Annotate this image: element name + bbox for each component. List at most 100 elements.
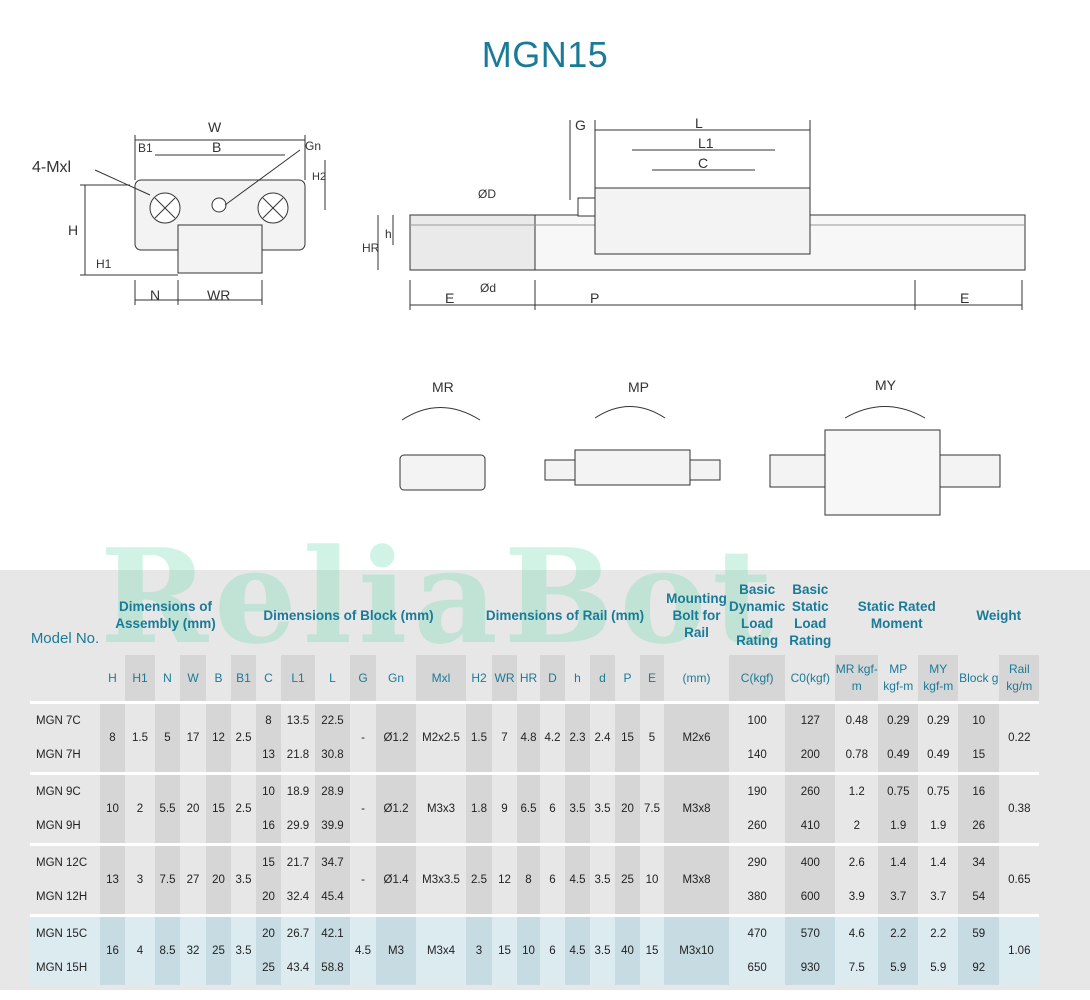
table-cell: 930 xyxy=(785,951,836,985)
table-cell: MGN 9H xyxy=(36,820,81,832)
table-cell: 10 xyxy=(958,701,1000,738)
table-cell: 3.5 xyxy=(231,843,256,916)
label-mxl: 4-Mxl xyxy=(32,159,71,176)
table-cell: 39.9 xyxy=(315,809,350,845)
subheader-mp-kgf-m: MP kgf-m xyxy=(883,662,914,693)
subheader-g: G xyxy=(350,655,376,703)
table-cell: 6.5 xyxy=(517,772,540,845)
table-cell: 20 xyxy=(256,914,281,951)
table-cell: 127 xyxy=(785,701,836,738)
subheader-c-kgf-: C(kgf) xyxy=(729,655,786,703)
table-cell: 9 xyxy=(492,772,517,845)
table-cell: - xyxy=(350,772,376,845)
table-cell: 2.5 xyxy=(231,772,256,845)
table-cell: 140 xyxy=(747,749,767,761)
subheader-my-kgf-m: MY kgf-m xyxy=(918,655,959,703)
table-cell: 10 xyxy=(100,772,125,845)
subheader-d: d xyxy=(590,655,615,703)
label-MR: MR xyxy=(432,379,454,395)
label-W: W xyxy=(208,119,222,135)
table-cell: 0.29 xyxy=(918,701,959,738)
table-cell: 2 xyxy=(853,820,860,832)
subheader-h1: H1 xyxy=(125,655,155,703)
label-H: H xyxy=(68,222,78,238)
subheader-l1: L1 xyxy=(281,655,315,703)
table-cell: 5.9 xyxy=(918,951,959,985)
table-cell: 3 xyxy=(466,914,492,985)
table-cell: 2.5 xyxy=(466,843,492,916)
table-cell: MGN 7C xyxy=(30,701,100,738)
table-cell: 10 xyxy=(517,914,540,985)
table-cell: 4.8 xyxy=(517,701,540,774)
header-static-moment: Static Rated Moment xyxy=(857,599,936,631)
subheader-c0-kgf-: C0(kgf) xyxy=(790,670,830,685)
table-cell: 42.1 xyxy=(315,914,350,951)
table-cell: 4.5 xyxy=(565,914,590,985)
table-cell: 1.5 xyxy=(466,701,492,774)
table-cell: 15 xyxy=(206,772,231,845)
subheader-mxl: Mxl xyxy=(416,655,466,703)
table-cell: MGN 15C xyxy=(30,914,100,951)
table-cell: 3.5 xyxy=(590,772,615,845)
table-cell: 10 xyxy=(256,772,281,809)
subheader-gn: Gn xyxy=(387,670,404,685)
label-dia-d: Ød xyxy=(480,281,496,295)
subheader-h2: H2 xyxy=(471,670,487,685)
subheader-p: P xyxy=(623,670,632,685)
subheader-c: C xyxy=(264,670,273,685)
spec-table: Model No. Dimensions of Assembly (mm) Di… xyxy=(30,575,1040,985)
table-cell: 4.5 xyxy=(350,914,376,985)
table-cell: 13.5 xyxy=(281,701,315,738)
subheader-block-g: Block g xyxy=(959,670,999,685)
table-cell: M3x3 xyxy=(416,772,466,845)
label-WR: WR xyxy=(207,287,230,303)
table-cell: 28.9 xyxy=(315,772,350,809)
header-dimensions-rail: Dimensions of Rail (mm) xyxy=(485,607,645,623)
label-H2: H2 xyxy=(312,171,326,183)
table-cell: 13 xyxy=(256,738,281,774)
side-view-drawing: G L L1 C ØD h HR Ød E P E xyxy=(362,115,1026,310)
table-cell: 0.75 xyxy=(878,772,919,809)
table-cell: 2.6 xyxy=(835,843,879,880)
table-cell: 570 xyxy=(785,914,836,951)
table-cell: 32.4 xyxy=(286,891,310,903)
table-cell: 92 xyxy=(958,951,1000,985)
table-cell: 260 xyxy=(785,772,836,809)
label-dia-D: ØD xyxy=(478,187,496,201)
table-cell: 22.5 xyxy=(315,701,350,738)
table-cell: 1.4 xyxy=(878,843,919,880)
table-cell: 0.65 xyxy=(999,843,1040,916)
table-cell: 34 xyxy=(958,843,1000,880)
table-cell: 2.3 xyxy=(565,701,590,774)
table-cell: 45.4 xyxy=(315,880,350,916)
table-cell: 21.7 xyxy=(281,843,315,880)
table-cell: 20 xyxy=(206,843,231,916)
label-B1: B1 xyxy=(138,141,153,155)
table-cell: 2.5 xyxy=(231,701,256,774)
table-cell: 30.8 xyxy=(315,738,350,774)
subheader-d: D xyxy=(540,655,565,703)
table-cell: 59 xyxy=(958,914,1000,951)
table-cell: 8 xyxy=(517,843,540,916)
table-cell: 16 xyxy=(256,809,281,845)
table-cell: 5.9 xyxy=(878,951,919,985)
table-cell: 0.49 xyxy=(878,738,919,774)
table-cell: 7.5 xyxy=(835,951,879,985)
table-cell: 10 xyxy=(640,843,664,916)
table-cell: 1.9 xyxy=(878,809,919,845)
table-cell: 2 xyxy=(125,772,155,845)
table-cell: 7.5 xyxy=(155,843,180,916)
label-H1: H1 xyxy=(96,257,112,271)
table-cell: 0.22 xyxy=(999,701,1040,774)
table-cell: 1.4 xyxy=(918,843,959,880)
table-cell: 3.5 xyxy=(231,914,256,985)
table-cell: M3x10 xyxy=(664,914,729,985)
table-cell: - xyxy=(350,843,376,916)
table-cell: 2.2 xyxy=(918,914,959,951)
table-cell: 0.48 xyxy=(835,701,879,738)
table-cell: Ø1.4 xyxy=(376,843,416,916)
